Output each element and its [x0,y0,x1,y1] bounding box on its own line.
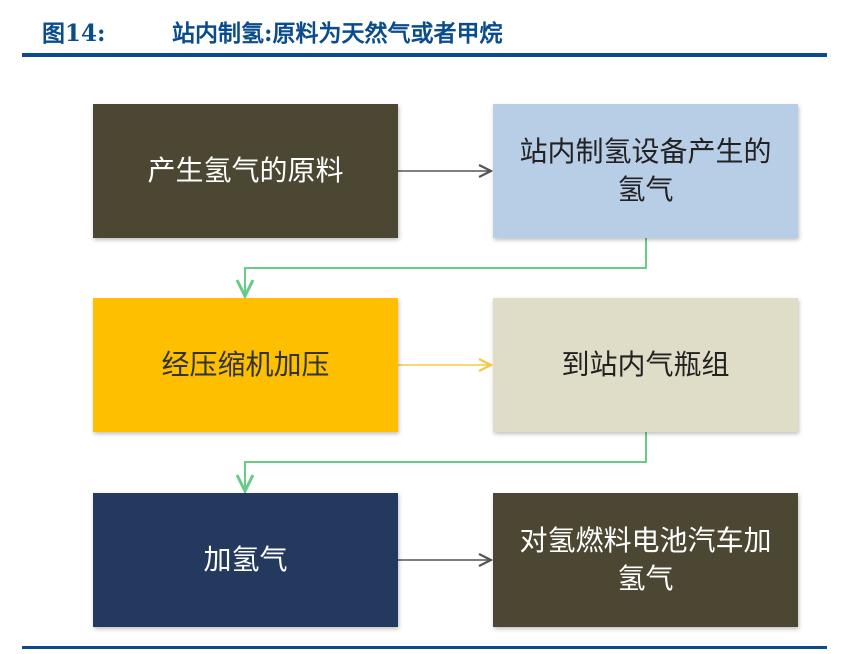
figure-number: 图14: [42,20,106,47]
node-label: 对氢燃料电池汽车加氢气 [519,524,772,595]
node-label: 加氢气 [203,543,288,576]
node-refuel: 加氢气 [93,493,398,627]
node-compressor: 经压缩机加压 [93,298,398,432]
node-label: 站内制氢设备产生的氢气 [519,135,772,206]
node-label: 经压缩机加压 [161,348,330,381]
figure-caption: 站内制氢:原料为天然气或者甲烷 [172,20,503,47]
figure-title: 图14: 站内制氢:原料为天然气或者甲烷 [42,14,503,48]
node-storage-cylinders: 到站内气瓶组 [493,298,798,432]
top-rule [22,53,827,57]
node-raw-material: 产生氢气的原料 [93,104,398,238]
arrow-4-5 [245,432,647,491]
node-label: 产生氢气的原料 [147,154,344,187]
node-fcev-refuel: 对氢燃料电池汽车加氢气 [493,493,798,627]
node-onsite-production: 站内制氢设备产生的氢气 [493,104,798,238]
arrow-2-3 [245,238,647,296]
node-label: 到站内气瓶组 [561,348,730,381]
bottom-rule [22,646,827,649]
